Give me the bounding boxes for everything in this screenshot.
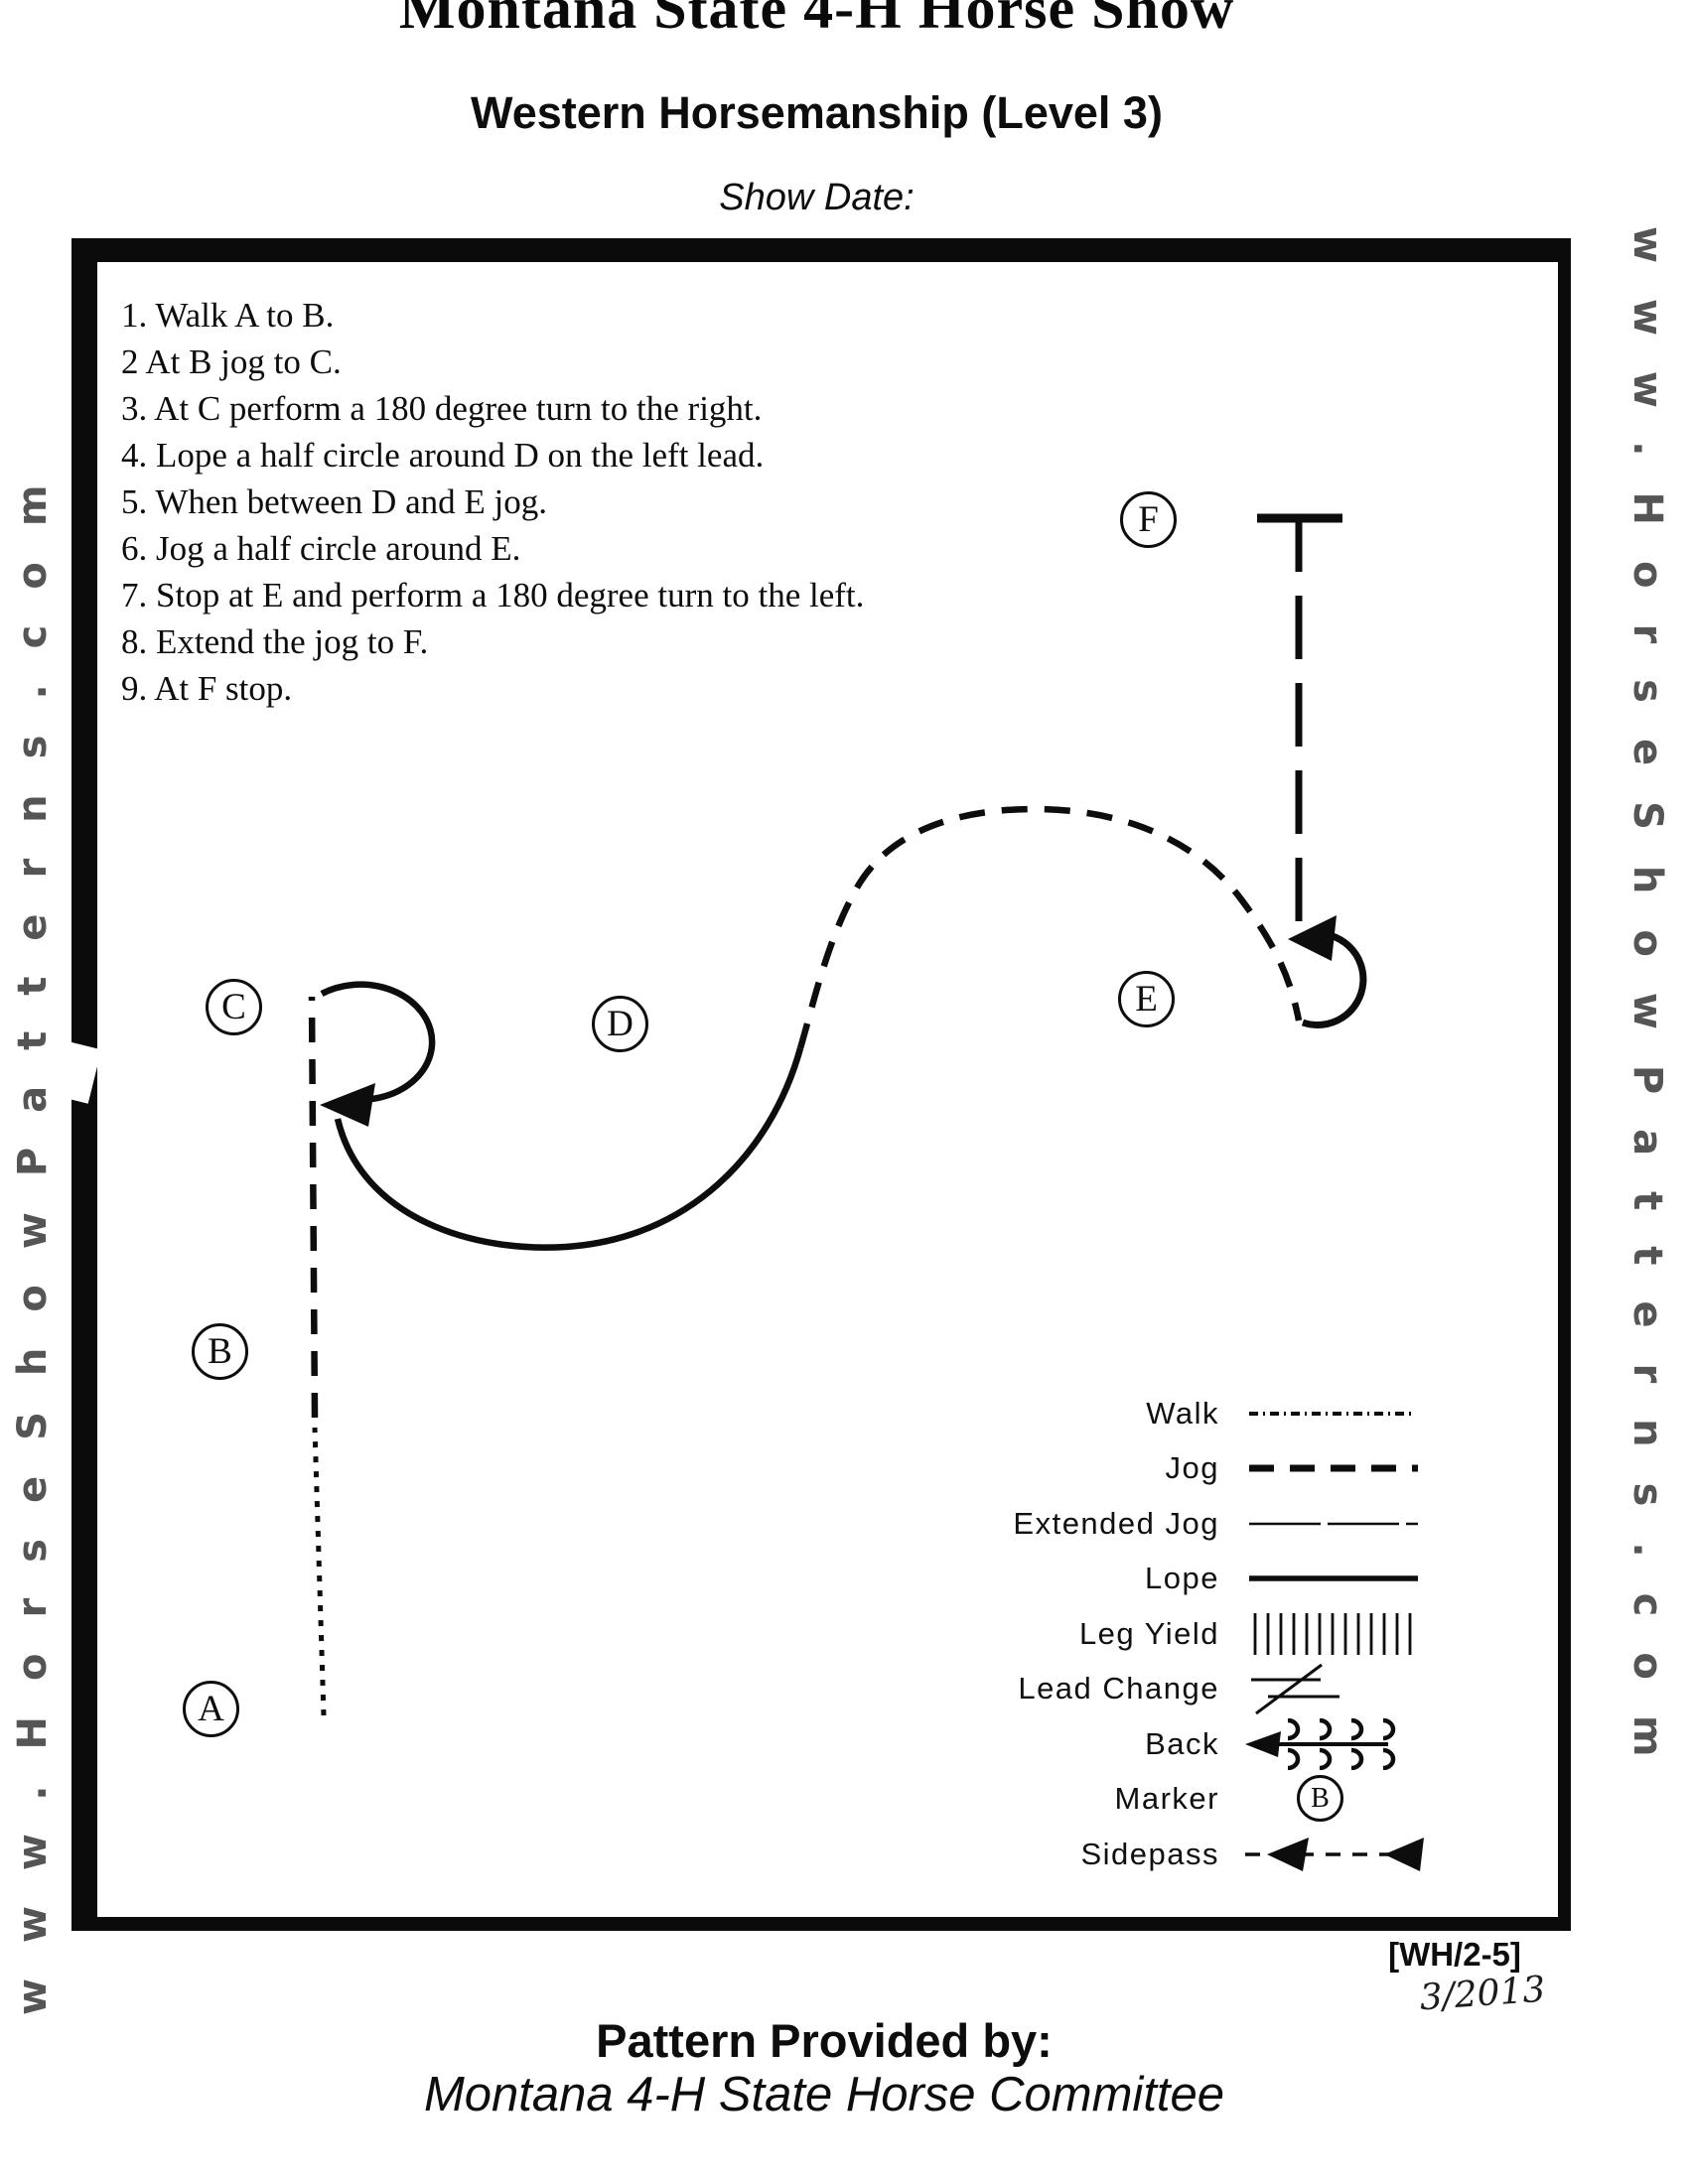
watermark-left: www.HorseShowPatterns.com	[10, 449, 56, 2015]
marker-d: D	[592, 996, 648, 1052]
legend-label: Lead Change	[1018, 1671, 1219, 1706]
legend-label: Lope	[1145, 1561, 1219, 1596]
show-date-label: Show Date:	[719, 177, 915, 218]
marker-c: C	[206, 979, 262, 1035]
marker-a: A	[183, 1681, 239, 1737]
instruction-line: 3. At C perform a 180 degree turn to the…	[121, 389, 763, 428]
sidepass-symbol	[1241, 1829, 1430, 1880]
legend-row-walk: Walk	[854, 1386, 1440, 1441]
instruction-line: 6. Jog a half circle around E.	[121, 529, 521, 568]
marker-letter: E	[1135, 979, 1158, 1020]
pattern-box-border	[71, 238, 1571, 1931]
legend-row-marker: Marker B	[854, 1772, 1440, 1828]
marker-e: E	[1118, 971, 1175, 1027]
jog-line	[308, 996, 319, 1419]
walk-line	[312, 1427, 327, 1716]
turn-right-arrowhead	[320, 1083, 375, 1127]
legend-row-lope: Lope	[854, 1552, 1440, 1607]
legend-label: Back	[1145, 1725, 1219, 1761]
instruction-line: 9. At F stop.	[121, 669, 293, 708]
pattern-code: [WH/2-5]	[1388, 1936, 1521, 1973]
marker-letter: A	[198, 1689, 224, 1729]
instruction-line: 8. Extend the jog to F.	[121, 622, 429, 661]
marker-b: B	[192, 1323, 248, 1380]
legend-label: Walk	[1146, 1395, 1219, 1431]
page-subtitle: Western Horsemanship (Level 3)	[471, 87, 1163, 138]
marker-symbol: B	[1241, 1773, 1430, 1825]
legend-marker-letter: B	[1311, 1782, 1330, 1814]
legend-label: Marker	[1114, 1781, 1219, 1817]
marker-letter: C	[221, 987, 246, 1027]
instruction-line: 2 At B jog to C.	[121, 342, 342, 381]
back-symbol	[1241, 1717, 1430, 1770]
legend-label: Leg Yield	[1078, 1615, 1219, 1651]
marker-f: F	[1120, 491, 1177, 548]
page-title: Montana State 4-H Horse Show	[398, 0, 1235, 41]
legend-row-lead-change: Lead Change	[854, 1662, 1440, 1717]
legend-row-jog: Jog	[854, 1441, 1440, 1497]
legend-label: Extended Jog	[1013, 1505, 1219, 1541]
marker-letter: F	[1138, 499, 1159, 540]
marker-letter: D	[607, 1004, 634, 1044]
lead-change-symbol	[1241, 1663, 1430, 1715]
jog-line-symbol	[1241, 1442, 1430, 1494]
instruction-line: 1. Walk A to B.	[121, 296, 335, 335]
lope-curve	[334, 1047, 804, 1251]
leg-yield-symbol	[1241, 1608, 1430, 1660]
extended-jog-line-symbol	[1241, 1498, 1430, 1550]
legend-label: Jog	[1165, 1450, 1219, 1486]
legend: Walk Jog Extended Jog	[854, 1386, 1440, 1882]
legend-row-sidepass: Sidepass	[854, 1827, 1440, 1882]
provided-by-name: Montana 4-H State Horse Committee	[423, 2068, 1225, 2121]
legend-marker-circle: B	[1297, 1775, 1343, 1823]
turn-left-arrowhead	[1288, 915, 1337, 961]
lope-line-symbol	[1241, 1553, 1430, 1604]
legend-row-leg-yield: Leg Yield	[854, 1606, 1440, 1662]
legend-row-back: Back	[854, 1716, 1440, 1772]
marker-letter: B	[208, 1331, 232, 1372]
legend-row-extended-jog: Extended Jog	[854, 1496, 1440, 1552]
watermark-right: www.HorseShowPatterns.com	[1624, 226, 1670, 1793]
instruction-line: 5. When between D and E jog.	[121, 482, 547, 521]
instructions-list: 1. Walk A to B. 2 At B jog to C. 3. At C…	[121, 292, 864, 712]
instruction-line: 4. Lope a half circle around D on the le…	[121, 436, 765, 475]
jog-curve	[796, 805, 1303, 1049]
legend-label: Sidepass	[1080, 1836, 1219, 1871]
walk-line-symbol	[1241, 1388, 1430, 1439]
turn-right-loop	[320, 981, 436, 1103]
provided-by-label: Pattern Provided by:	[596, 2014, 1053, 2067]
instruction-line: 7. Stop at E and perform a 180 degree tu…	[121, 576, 865, 614]
